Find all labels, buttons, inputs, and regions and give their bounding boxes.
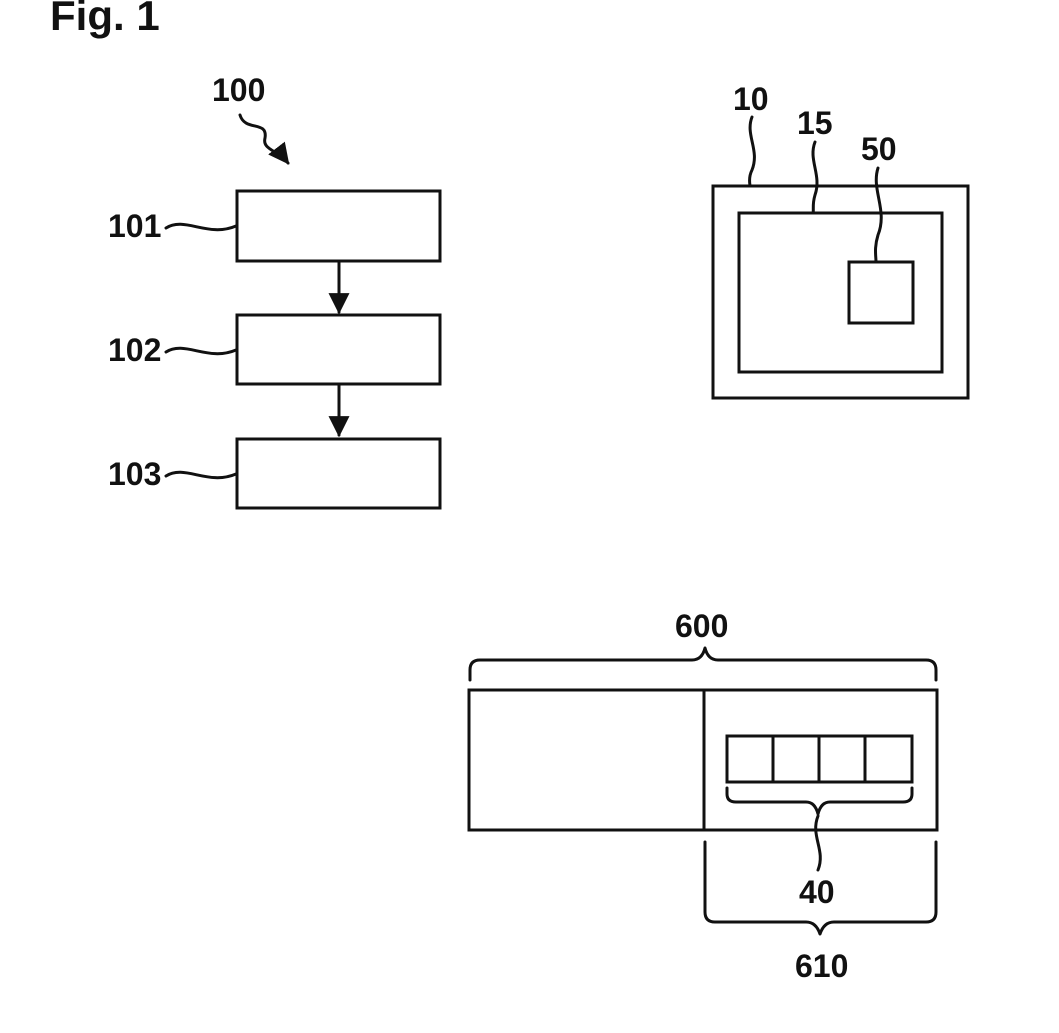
memory-whole-ref-label: 600 bbox=[675, 608, 728, 644]
memory-cells-group bbox=[727, 736, 912, 782]
memory-cell bbox=[727, 736, 773, 782]
memory-cell bbox=[865, 736, 912, 782]
device-outer-leader bbox=[750, 117, 755, 186]
device-element-ref-label: 50 bbox=[861, 131, 897, 167]
step-box-103 bbox=[237, 439, 440, 508]
step-ref-label-102: 102 bbox=[108, 332, 161, 368]
device-outer-ref-label: 10 bbox=[733, 81, 769, 117]
memory-cell bbox=[773, 736, 819, 782]
memory-whole-brace bbox=[470, 648, 936, 680]
step-leader-103 bbox=[166, 472, 236, 477]
device-inner-ref-label: 15 bbox=[797, 105, 833, 141]
figure-title: Fig. 1 bbox=[50, 0, 160, 39]
memory-cells-ref-label: 40 bbox=[799, 874, 835, 910]
step-box-101 bbox=[237, 191, 440, 261]
step-ref-label-101: 101 bbox=[108, 208, 161, 244]
device-element-box bbox=[849, 262, 913, 323]
method-flowchart: 100 101 102 103 bbox=[108, 72, 440, 508]
step-ref-label-103: 103 bbox=[108, 456, 161, 492]
step-leader-102 bbox=[166, 348, 236, 353]
memory-layout-diagram: 600 40 610 bbox=[469, 608, 937, 984]
memory-section-ref-label: 610 bbox=[795, 948, 848, 984]
method-ref-label: 100 bbox=[212, 72, 265, 108]
step-leader-101 bbox=[166, 224, 236, 229]
memory-cell bbox=[819, 736, 865, 782]
step-box-102 bbox=[237, 315, 440, 384]
method-ref-leader-arrow bbox=[240, 115, 288, 163]
device-diagram: 10 15 50 bbox=[713, 81, 968, 398]
